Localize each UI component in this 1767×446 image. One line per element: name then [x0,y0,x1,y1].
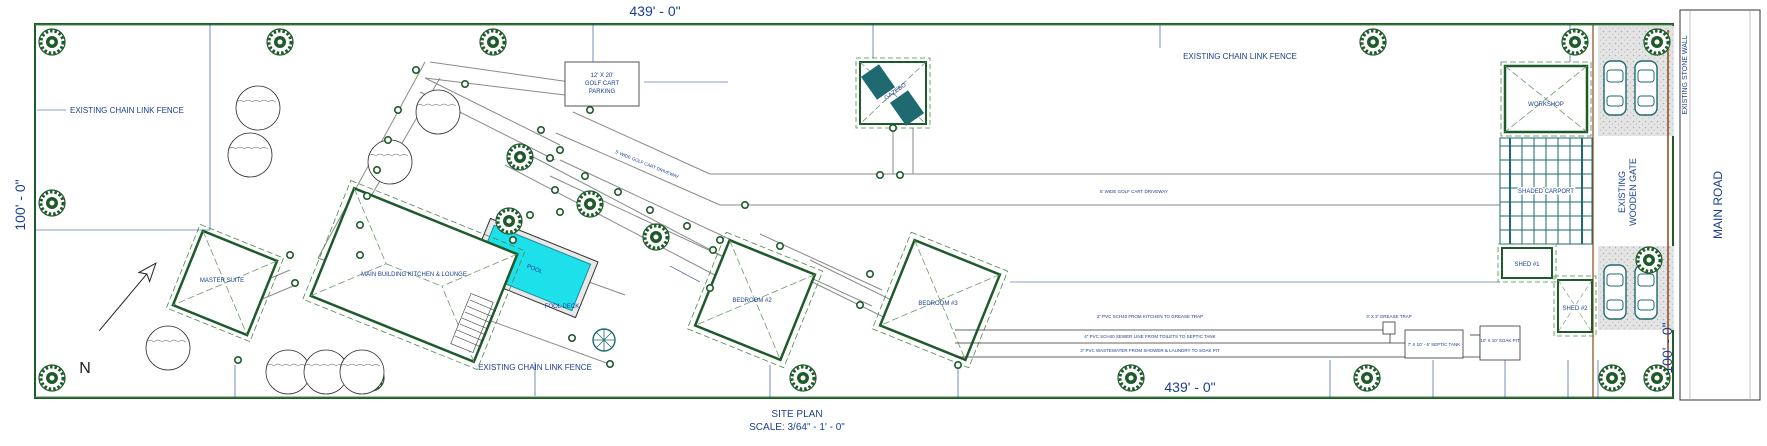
bottom-dimension: 439' - 0" [1164,379,1215,395]
bedroom-2-label: BEDROOM #2 [732,298,772,304]
fence-label-top: EXISTING CHAIN LINK FENCE [1183,52,1297,61]
workshop-label: WORKSHOP [1528,102,1564,108]
driveway-label-main: 5' WIDE GOLF CART DRIVEWAY [1100,189,1168,194]
golf-cart-parking [564,61,640,107]
top-dimension: 439' - 0" [629,3,680,19]
pipe-label-2: 4" PVC SCH40 SEWER LINE FROM TOILETS TO … [1084,334,1215,339]
stone-wall-label: EXISTING STONE WALL [1682,35,1689,114]
north-arrow-icon [98,262,157,331]
carport-label: SHADED CARPORT [1518,189,1574,195]
bedroom-3 [871,231,1009,369]
soak-pit-label: 10' X 10' SOAK PIT [1480,338,1519,343]
grease-trap-label: 3' X 3' GREASE TRAP [1366,314,1411,319]
master-suite-label: MASTER SUITE [200,278,244,284]
septic-tank-label: 7' X 10' - 6' SEPTIC TANK [1408,342,1460,347]
fence-label-left: EXISTING CHAIN LINK FENCE [70,106,184,115]
right-dimension: 100' - 0" [1659,322,1675,373]
parking-label-1: 12' X 20' [591,73,614,79]
fountain-icon [592,328,616,352]
pipe-label-3: 3" PVC WASTEWATER FROM SHOWER & LAUNDRY … [1080,348,1220,353]
parking-label-2: GOLF CART [585,81,620,87]
site-plan-scale: SCALE: 3/64" - 1' - 0" [749,422,845,433]
main-road-label: MAIN ROAD [1711,171,1725,239]
master-suite [165,223,285,343]
shed-2-label: SHED #2 [1562,306,1588,312]
driveway-label-upper: 5' WIDE GOLF CART DRIVEWAY [615,149,680,179]
grease-trap [1382,321,1396,335]
pipe-label-1: 2" PVC SCH40 FROM KITCHEN TO GREASE TRAP [1097,314,1203,319]
gate-label-1: EXISTING [1617,171,1627,213]
parking-label-3: PARKING [589,89,616,95]
soak-pit [1479,325,1521,361]
stairs [450,293,497,353]
left-dimension: 100' - 0" [12,179,28,230]
workshop [1500,61,1592,137]
shed-1 [1497,243,1557,283]
shed-2 [1553,275,1597,337]
car-icon [1603,264,1627,320]
gazebo: GAZEBO [855,57,931,129]
main-building-label: MAIN BUILDING KITCHEN & LOUNGE [361,272,467,278]
car-icon [1634,60,1658,116]
septic-tank [1404,329,1464,359]
main-road [1679,9,1761,401]
gate-label-2: WOODEN GATE [1628,158,1638,226]
car-icon [1603,60,1627,116]
bedroom-2 [686,231,824,369]
site-plan-title: SITE PLAN [771,409,822,420]
shaded-carport [1499,137,1593,245]
shed-1-label: SHED #1 [1514,262,1540,268]
north-label: N [79,360,91,377]
pool-deck-label: FOOL DECK [545,304,579,310]
bedroom-3-label: BEDROOM #3 [918,301,958,307]
property-boundary [34,23,1674,399]
